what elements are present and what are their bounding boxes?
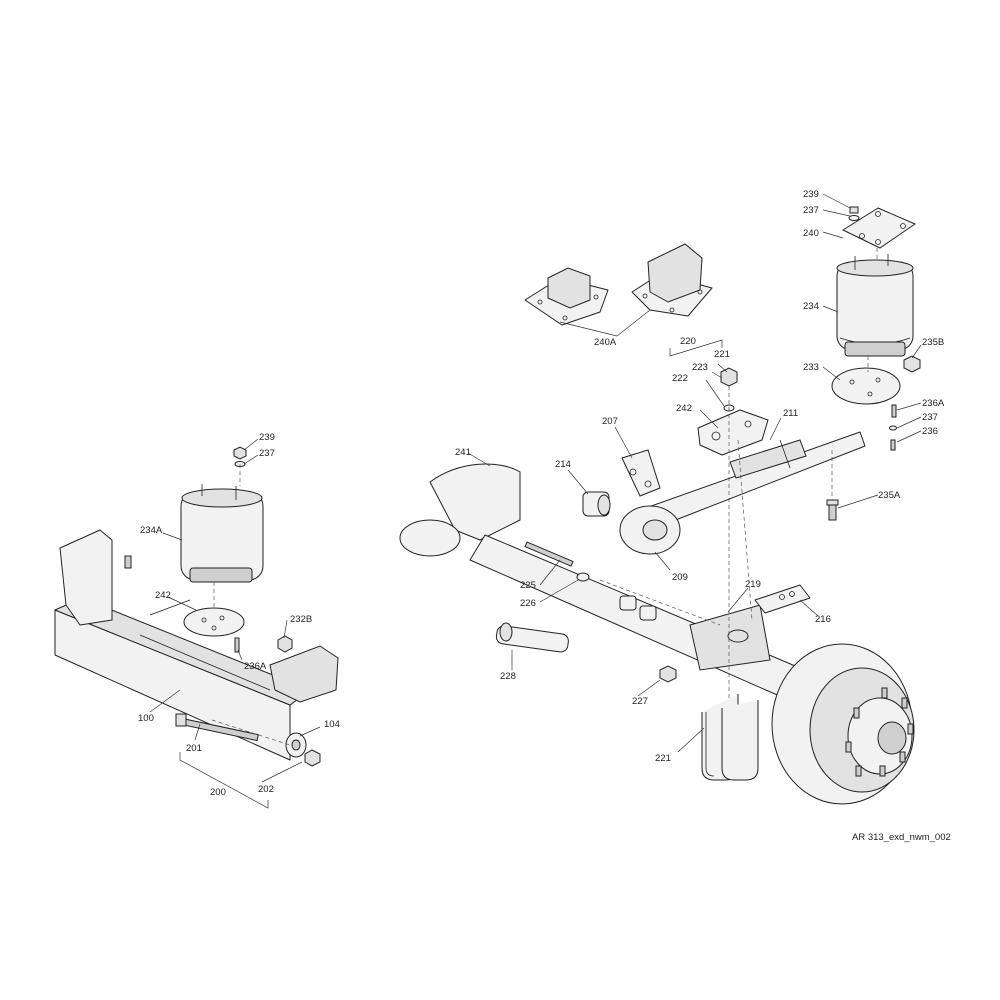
callout-239-left: 239 [259,432,275,443]
callout-234: 234 [803,301,819,312]
nut-235B [903,355,921,373]
callout-221-top: 221 [714,349,730,360]
callout-236-right: 236 [922,426,938,437]
nut-227 [659,665,677,683]
centerlines [211,248,878,746]
bolt-236-right [890,439,896,451]
bushing-parts [619,595,657,621]
callout-100: 100 [138,713,154,724]
callout-223: 223 [692,362,708,373]
frame-100 [53,529,339,761]
clamp-plate-242 [697,409,769,456]
callout-239-top: 239 [803,189,819,200]
callout-237-top: 237 [803,205,819,216]
callout-214: 214 [555,459,571,470]
air-spring-234A [180,484,264,583]
brake-drum-hub [771,643,915,805]
nut-239 [849,206,859,214]
callout-211: 211 [783,408,798,419]
bolt-201 [175,713,259,742]
callout-235B: 235B [922,337,944,348]
callout-216: 216 [815,614,831,625]
callout-104: 104 [324,719,340,730]
washer-226 [576,572,590,582]
callout-234A: 234A [140,525,163,536]
plate-242-left [183,607,245,637]
callout-237-left: 237 [259,448,275,459]
bolt-235A [826,499,839,521]
callout-219: 219 [745,579,761,590]
callout-202: 202 [258,784,274,795]
callout-233: 233 [803,362,819,373]
air-spring-234 [836,254,914,357]
bushing-214 [582,491,611,517]
nut-202 [304,749,321,767]
callout-240A: 240A [594,337,617,348]
callout-232B: 232B [290,614,312,625]
bushing-bracket-207 [621,449,661,497]
callout-209: 209 [672,572,688,583]
nut-221-top [720,367,738,387]
callout-228: 228 [500,671,516,682]
plate-233 [831,367,901,405]
bolt-236A-right [891,404,897,418]
callout-227: 227 [632,696,648,707]
u-bolts-221 [701,694,759,781]
callout-236A-right: 236A [922,398,945,409]
callout-225: 225 [520,580,536,591]
callout-201: 201 [186,743,202,754]
callout-221-bottom: 221 [655,753,671,764]
washer-237-right [889,425,897,431]
callout-242-left: 242 [155,590,171,601]
shim-plate-216 [754,584,811,614]
callout-237-right: 237 [922,412,938,423]
callout-200: 200 [210,787,226,798]
top-plate-240 [842,207,916,249]
bracket-240A-right [631,243,713,317]
drawing-reference: AR 313_exd_nwm_002 [852,832,951,843]
callout-241: 241 [455,447,471,458]
callout-235A: 235A [878,490,901,501]
washer-237 [848,215,860,221]
leader-lines [149,193,922,809]
callout-222: 222 [672,373,688,384]
callout-236A-left: 236A [244,661,267,672]
callout-240: 240 [803,228,819,239]
nut-239-left [233,446,247,460]
spring-beam-211 [639,431,866,531]
callout-220: 220 [680,336,696,347]
nut-232B [277,635,293,653]
bushing-104 [285,732,307,758]
callout-207: 207 [602,416,618,427]
bracket-240A-left [524,267,609,326]
bolt-236A-left [234,637,240,653]
callout-226: 226 [520,598,536,609]
callout-labels: 239 237 240 234 235B 233 236A 237 236 23… [138,189,945,798]
bolt-225 [524,541,574,567]
shock-absorber-228 [495,622,569,653]
spring-eye-209 [619,505,681,555]
callout-242-right: 242 [676,403,692,414]
